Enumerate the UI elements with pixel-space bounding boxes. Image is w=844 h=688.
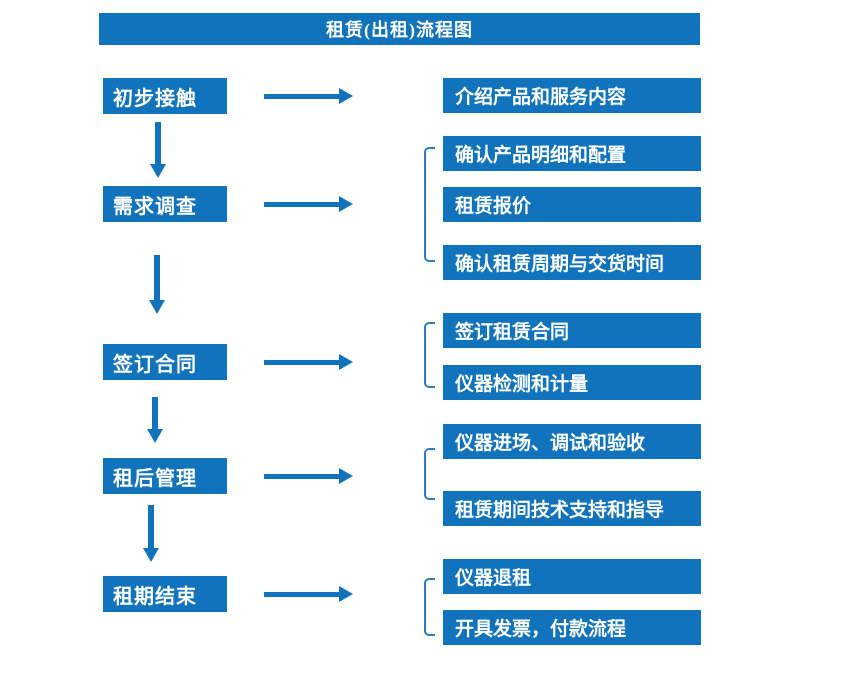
arrow-right-icon [264, 468, 353, 484]
output-label: 租赁报价 [455, 196, 532, 217]
step-label: 租后管理 [113, 467, 197, 490]
flowchart-title-bar: 租赁(出租)流程图 [99, 13, 700, 45]
output-sign-lease-contract: 签订租赁合同 [443, 313, 701, 348]
step-label: 需求调查 [113, 195, 197, 218]
output-rental-quote: 租赁报价 [443, 187, 701, 222]
output-label: 签订租赁合同 [455, 322, 570, 343]
output-instrument-return: 仪器退租 [443, 559, 701, 594]
group-bracket [424, 322, 435, 388]
flowchart-title: 租赁(出租)流程图 [326, 20, 473, 40]
arrow-down-icon [150, 122, 166, 178]
step-box-post-rental-management: 租后管理 [103, 458, 227, 494]
group-bracket [424, 578, 435, 636]
output-confirm-product-details: 确认产品明细和配置 [443, 136, 701, 171]
output-rental-tech-support: 租赁期间技术支持和指导 [443, 491, 701, 526]
output-label: 开具发票，付款流程 [455, 619, 627, 640]
output-label: 仪器检测和计量 [455, 374, 589, 395]
group-bracket [424, 147, 435, 262]
arrow-down-icon [147, 397, 163, 443]
output-instrument-inspection: 仪器检测和计量 [443, 365, 701, 400]
output-label: 仪器退租 [455, 568, 532, 589]
output-label: 仪器进场、调试和验收 [455, 433, 646, 454]
arrow-down-icon [143, 505, 159, 562]
step-label: 签订合同 [113, 353, 197, 376]
arrow-right-icon [264, 586, 353, 602]
step-label: 租期结束 [113, 585, 197, 608]
output-confirm-lease-term-delivery: 确认租赁周期与交货时间 [443, 245, 701, 280]
step-box-lease-end: 租期结束 [103, 576, 227, 612]
output-label: 确认租赁周期与交货时间 [455, 254, 665, 275]
group-bracket [424, 448, 435, 500]
arrow-right-icon [264, 354, 353, 370]
step-label: 初步接触 [113, 87, 197, 110]
arrow-right-icon [264, 88, 353, 104]
output-instrument-setup-acceptance: 仪器进场、调试和验收 [443, 424, 701, 459]
output-intro-products: 介绍产品和服务内容 [443, 78, 701, 113]
step-box-initial-contact: 初步接触 [103, 78, 227, 114]
step-box-sign-contract: 签订合同 [103, 344, 227, 380]
output-label: 确认产品明细和配置 [455, 145, 627, 166]
arrow-down-icon [149, 255, 165, 314]
arrow-right-icon [264, 196, 353, 212]
step-box-demand-survey: 需求调查 [103, 186, 227, 222]
output-label: 租赁期间技术支持和指导 [455, 500, 665, 521]
output-invoice-payment: 开具发票，付款流程 [443, 610, 701, 645]
output-label: 介绍产品和服务内容 [455, 87, 627, 108]
